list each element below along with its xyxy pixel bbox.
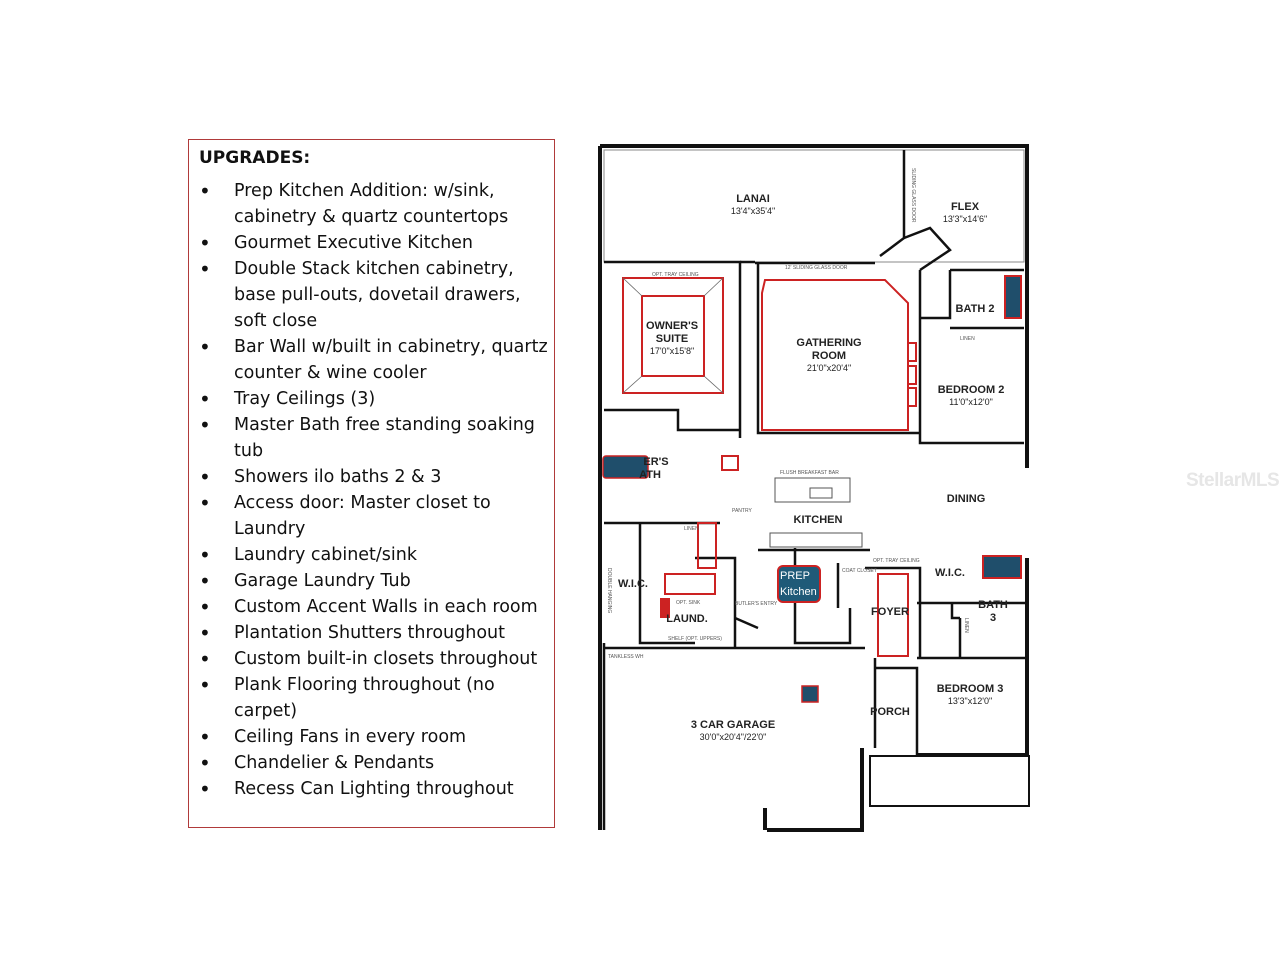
note-tankless: TANKLESS WH — [608, 654, 644, 660]
note-coat-closet: COAT CLOSET — [842, 568, 877, 574]
upgrade-item: Tray Ceilings (3) — [189, 386, 556, 412]
upgrades-title: UPGRADES: — [199, 148, 311, 168]
kitchen-label: KITCHEN — [794, 514, 843, 526]
note-double-rod: DOUBLE HANGING — [606, 568, 612, 613]
floor-plan: LANAI 13'4"x35'4" FLEX 13'3"x14'6" OWNER… — [598, 144, 1030, 832]
upgrades-list: Prep Kitchen Addition: w/sink, cabinetry… — [189, 178, 556, 802]
upgrade-item: Ceiling Fans in every room — [189, 724, 556, 750]
note-butlers-entry: BUTLER'S ENTRY — [735, 601, 778, 607]
upgrade-item: Bar Wall w/built in cabinetry, quartz co… — [189, 334, 556, 386]
bedroom2-label: BEDROOM 2 — [938, 384, 1005, 396]
watermark: StellarMLS — [1186, 470, 1280, 491]
prep-kitchen-label-2: Kitchen — [780, 586, 817, 598]
owners-suite-dims: 17'0"x15'8" — [650, 346, 694, 356]
upgrade-item: Plank Flooring throughout (no carpet) — [189, 672, 556, 724]
upgrade-fixtures — [602, 275, 1022, 703]
upgrade-item: Gourmet Executive Kitchen — [189, 230, 556, 256]
note-opt-tray-ceiling-2: OPT. TRAY CEILING — [873, 558, 920, 564]
note-flush-breakfast: FLUSH BREAKFAST BAR — [780, 470, 839, 476]
bath3-label-1: BATH — [978, 599, 1008, 611]
upgrade-item: Showers ilo baths 2 & 3 — [189, 464, 556, 490]
prep-kitchen-label-1: PREP — [780, 570, 810, 582]
front-planter — [869, 755, 1030, 807]
upgrade-item: Double Stack kitchen cabinetry, base pul… — [189, 256, 556, 334]
upgrade-item: Laundry cabinet/sink — [189, 542, 556, 568]
garage-dims: 30'0"x20'4"/22'0" — [700, 732, 767, 742]
gathering-room-dims: 21'0"x20'4" — [807, 363, 851, 373]
flex-label: FLEX — [951, 201, 980, 213]
note-linen-2: LINEN — [684, 526, 699, 532]
upgrade-item: Custom Accent Walls in each room — [189, 594, 556, 620]
upgrade-item: Custom built-in closets throughout — [189, 646, 556, 672]
note-opt-tray-ceiling: OPT. TRAY CEILING — [652, 272, 699, 278]
bedroom3-label: BEDROOM 3 — [937, 683, 1004, 695]
flex-dims: 13'3"x14'6" — [943, 214, 987, 224]
upgrade-item: Plantation Shutters throughout — [189, 620, 556, 646]
note-linen-1: LINEN — [960, 336, 975, 342]
dining-label: DINING — [947, 493, 986, 505]
gathering-room-label-2: ROOM — [812, 350, 846, 362]
bedroom2-dims: 11'0"x12'0" — [949, 397, 993, 407]
upgrade-item: Prep Kitchen Addition: w/sink, cabinetry… — [189, 178, 556, 230]
kitchen-island — [769, 477, 863, 548]
note-pantry: PANTRY — [732, 508, 752, 514]
wic-left-label: W.I.C. — [618, 578, 648, 590]
garage-door — [763, 808, 767, 830]
lanai-label: LANAI — [736, 193, 770, 205]
note-sliding-doors: 12' SLIDING GLASS DOOR — [785, 265, 848, 271]
upgrade-item: Garage Laundry Tub — [189, 568, 556, 594]
wic-right-label: W.I.C. — [935, 567, 965, 579]
upgrade-item: Master Bath free standing soaking tub — [189, 412, 556, 464]
prep-kitchen-fixture — [777, 565, 821, 603]
garage-label: 3 CAR GARAGE — [691, 719, 775, 731]
upgrade-item: Recess Can Lighting throughout — [189, 776, 556, 802]
bath2-label: BATH 2 — [956, 303, 995, 315]
laundry-label: LAUND. — [666, 613, 708, 625]
bedroom3-dims: 13'3"x12'0" — [948, 696, 992, 706]
foyer-label: FOYER — [871, 606, 909, 618]
gathering-room-label-1: GATHERING — [796, 337, 861, 349]
owners-bath-label-1: ER'S — [643, 456, 668, 468]
bath3-label-2: 3 — [990, 612, 996, 624]
note-shelf: SHELF (OPT. UPPERS) — [668, 636, 722, 642]
upgrade-item: Access door: Master closet to Laundry — [189, 490, 556, 542]
upgrade-item: Chandelier & Pendants — [189, 750, 556, 776]
lanai-dims: 13'4"x35'4" — [731, 206, 775, 216]
tray-corner-lines — [622, 277, 724, 394]
owners-suite-label-1: OWNER'S — [646, 320, 698, 332]
tray-ceilings — [622, 277, 909, 431]
note-sliding-glass-door: SLIDING GLASS DOOR — [910, 168, 916, 223]
upgrades-panel: UPGRADES: Prep Kitchen Addition: w/sink,… — [188, 139, 555, 828]
owners-bath-label-2: ATH — [639, 469, 661, 481]
owners-suite-label-2: SUITE — [656, 333, 688, 345]
porch-label: PORCH — [870, 706, 910, 718]
note-opt-sink: OPT. SINK — [676, 600, 701, 606]
interior-walls — [602, 150, 1027, 830]
note-linen-3: LINEN — [963, 618, 969, 633]
